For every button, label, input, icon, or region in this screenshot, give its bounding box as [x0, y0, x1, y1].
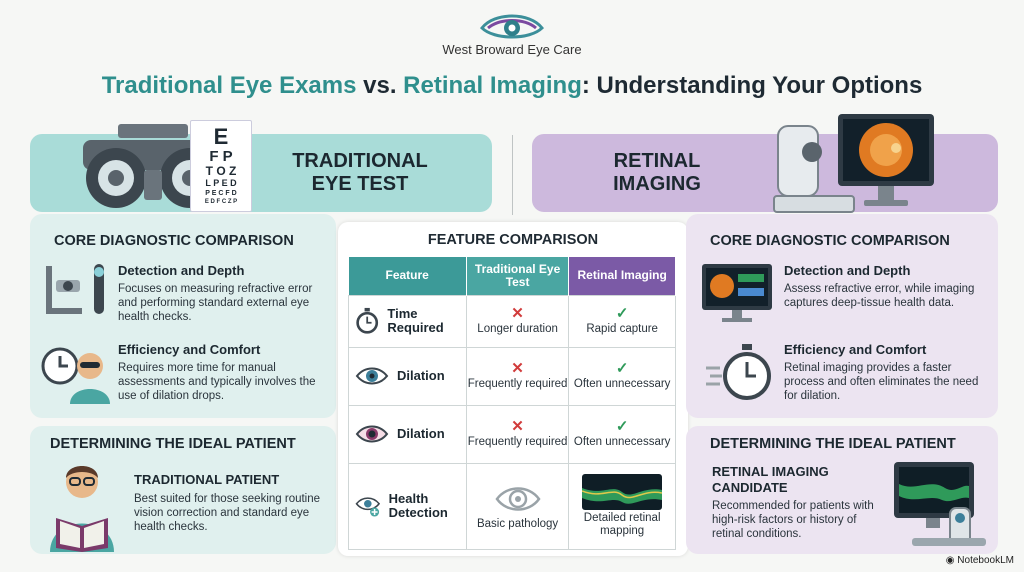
- traditional-core-panel: [30, 214, 336, 418]
- retinal-item-title-1: Detection and Depth: [784, 263, 911, 278]
- header-traditional: Traditional Eye Test: [466, 257, 570, 295]
- traditional-core-title: CORE DIAGNOSTIC COMPARISON: [54, 233, 294, 249]
- retinal-value: Often unnecessary: [573, 435, 671, 448]
- x-icon: ✕: [511, 304, 524, 322]
- feature-label-time: Time Required: [387, 306, 444, 335]
- header-retinal: Retinal Imaging: [568, 257, 676, 295]
- header-feature: Feature: [348, 257, 467, 295]
- traditional-value: Basic pathology: [476, 517, 559, 530]
- traditional-item-title-1: Detection and Depth: [118, 263, 245, 278]
- retinal-value: Detailed retinal mapping: [583, 512, 661, 537]
- traditional-ideal-subtitle: TRADITIONAL PATIENT: [134, 472, 280, 487]
- table-header-row: Feature Traditional Eye Test Retinal Ima…: [348, 257, 676, 295]
- retinal-ideal-title: DETERMINING THE IDEAL PATIENT: [710, 436, 956, 452]
- table-row: Dilation ✕Frequently required ✓Often unn…: [348, 346, 676, 406]
- traditional-value: Longer duration: [477, 322, 558, 335]
- retinal-camera-icon: [773, 114, 934, 213]
- eye-icon: [355, 367, 389, 385]
- retinal-item-text-2: Retinal imaging provides a faster proces…: [784, 362, 979, 402]
- exam-equipment-icon: [46, 264, 104, 314]
- eye-chart: E F P T O Z L P E D P E C F D E D F C Z …: [190, 120, 252, 212]
- traditional-item-text-2: Requires more time for manual assessment…: [118, 362, 316, 402]
- feature-comparison-table: Feature Traditional Eye Test Retinal Ima…: [348, 257, 676, 550]
- notebooklm-footer: ◉ NotebookLM: [945, 555, 1014, 566]
- header-divider: [512, 135, 513, 215]
- retinal-item-title-2: Efficiency and Comfort: [784, 342, 927, 357]
- traditional-value: Frequently required: [467, 377, 568, 390]
- notebooklm-icon: ◉: [945, 555, 958, 566]
- retinal-value: Often unnecessary: [573, 377, 671, 390]
- retinal-core-title: CORE DIAGNOSTIC COMPARISON: [710, 233, 950, 249]
- reading-patient-icon: [50, 466, 114, 552]
- feature-label-dilation: Dilation: [397, 368, 445, 383]
- x-icon: ✕: [511, 417, 524, 435]
- feature-label-dilation-2: Dilation: [397, 426, 445, 441]
- page-title: Traditional Eye Exams vs. Retinal Imagin…: [101, 72, 923, 99]
- basic-eye-icon: [495, 486, 541, 511]
- dilated-eye-icon: [355, 425, 389, 443]
- feature-comparison-title: FEATURE COMPARISON: [427, 232, 599, 248]
- traditional-ideal-title: DETERMINING THE IDEAL PATIENT: [50, 436, 296, 452]
- eye-logo-icon: [480, 14, 544, 39]
- retinal-ideal-text: Recommended for patients with high-risk …: [712, 500, 874, 540]
- retinal-item-text-1: Assess refractive error, while imaging c…: [784, 283, 975, 309]
- table-row: Health Detection Basic pathology Detaile…: [348, 462, 676, 550]
- traditional-value: Frequently required: [467, 435, 568, 448]
- table-row: Time Required ✕Longer duration ✓Rapid ca…: [348, 294, 676, 348]
- retinal-scan-icon: [582, 474, 663, 510]
- check-icon: ✓: [615, 304, 629, 322]
- traditional-item-text-1: Focuses on measuring refractive error an…: [118, 283, 313, 323]
- oct-scanner-icon: [894, 462, 986, 546]
- feature-label-health: Health Detection: [388, 491, 448, 520]
- stopwatch-icon: [356, 307, 379, 334]
- clock-person-icon: [41, 347, 110, 404]
- traditional-ideal-text: Best suited for those seeking routine vi…: [134, 493, 321, 533]
- table-row: Dilation ✕Frequently required ✓Often unn…: [348, 404, 676, 464]
- brand-name: West Broward Eye Care: [442, 42, 582, 57]
- eye-plus-icon: [355, 497, 381, 517]
- retinal-value: Rapid capture: [586, 322, 658, 335]
- check-icon: ✓: [615, 417, 629, 435]
- traditional-item-title-2: Efficiency and Comfort: [118, 342, 261, 357]
- monitor-scan-icon: [702, 264, 772, 322]
- fast-stopwatch-icon: [706, 344, 771, 400]
- check-icon: ✓: [615, 359, 629, 377]
- x-icon: ✕: [511, 359, 524, 377]
